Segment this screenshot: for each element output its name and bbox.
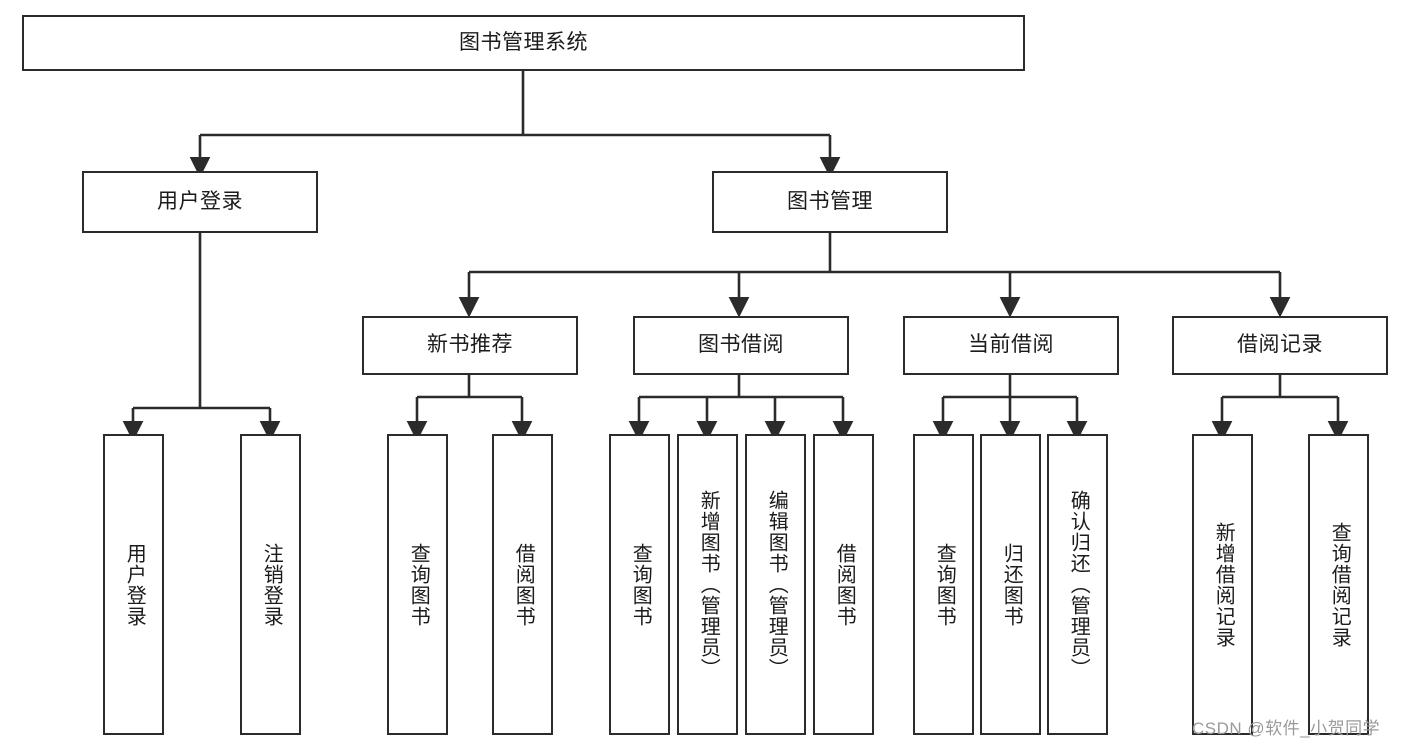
leaf-nb-borrow-book[interactable]: 借阅图书 xyxy=(492,434,553,735)
node-borrow-record[interactable]: 借阅记录 xyxy=(1172,316,1388,375)
leaf-br-query-record[interactable]: 查询借阅记录 xyxy=(1308,434,1369,735)
leaf-cb-return-book[interactable]: 归还图书 xyxy=(980,434,1041,735)
leaf-bb-edit-book-label: 编辑图书（管理员） xyxy=(765,490,788,679)
leaf-br-add-record[interactable]: 新增借阅记录 xyxy=(1192,434,1253,735)
node-book-manage[interactable]: 图书管理 xyxy=(712,171,948,233)
node-current-borrow[interactable]: 当前借阅 xyxy=(903,316,1119,375)
leaf-bb-add-book[interactable]: 新增图书（管理员） xyxy=(677,434,738,735)
node-book-manage-label: 图书管理 xyxy=(787,189,873,213)
leaf-user-login[interactable]: 用户登录 xyxy=(103,434,164,735)
leaf-cb-query-book-label: 查询图书 xyxy=(933,542,956,627)
node-root-label: 图书管理系统 xyxy=(459,30,588,54)
leaf-cb-query-book[interactable]: 查询图书 xyxy=(913,434,974,735)
node-new-book-recommend-label: 新书推荐 xyxy=(427,333,513,357)
leaf-logout[interactable]: 注销登录 xyxy=(240,434,301,735)
leaf-bb-query-book[interactable]: 查询图书 xyxy=(609,434,670,735)
leaf-bb-add-book-label: 新增图书（管理员） xyxy=(697,490,720,679)
leaf-nb-query-book[interactable]: 查询图书 xyxy=(387,434,448,735)
node-user-login-label: 用户登录 xyxy=(157,189,243,213)
leaf-cb-confirm-return[interactable]: 确认归还（管理员） xyxy=(1047,434,1108,735)
leaf-bb-edit-book[interactable]: 编辑图书（管理员） xyxy=(745,434,806,735)
node-new-book-recommend[interactable]: 新书推荐 xyxy=(362,316,578,375)
leaf-bb-borrow-book-label: 借阅图书 xyxy=(833,542,856,627)
watermark-text: CSDN @软件_小贺同学 xyxy=(1192,719,1381,738)
node-current-borrow-label: 当前借阅 xyxy=(968,333,1054,357)
node-user-login[interactable]: 用户登录 xyxy=(82,171,318,233)
leaf-logout-label: 注销登录 xyxy=(260,542,283,627)
leaf-br-query-record-label: 查询借阅记录 xyxy=(1328,521,1351,648)
node-root[interactable]: 图书管理系统 xyxy=(22,15,1025,71)
node-book-borrow-label: 图书借阅 xyxy=(698,333,784,357)
leaf-user-login-label: 用户登录 xyxy=(123,542,146,627)
node-borrow-record-label: 借阅记录 xyxy=(1237,333,1323,357)
leaf-nb-borrow-book-label: 借阅图书 xyxy=(512,542,535,627)
leaf-nb-query-book-label: 查询图书 xyxy=(407,542,430,627)
node-book-borrow[interactable]: 图书借阅 xyxy=(633,316,849,375)
leaf-br-add-record-label: 新增借阅记录 xyxy=(1212,521,1235,648)
leaf-cb-return-book-label: 归还图书 xyxy=(1000,542,1023,627)
leaf-cb-confirm-return-label: 确认归还（管理员） xyxy=(1067,490,1090,679)
leaf-bb-query-book-label: 查询图书 xyxy=(629,542,652,627)
leaf-bb-borrow-book[interactable]: 借阅图书 xyxy=(813,434,874,735)
